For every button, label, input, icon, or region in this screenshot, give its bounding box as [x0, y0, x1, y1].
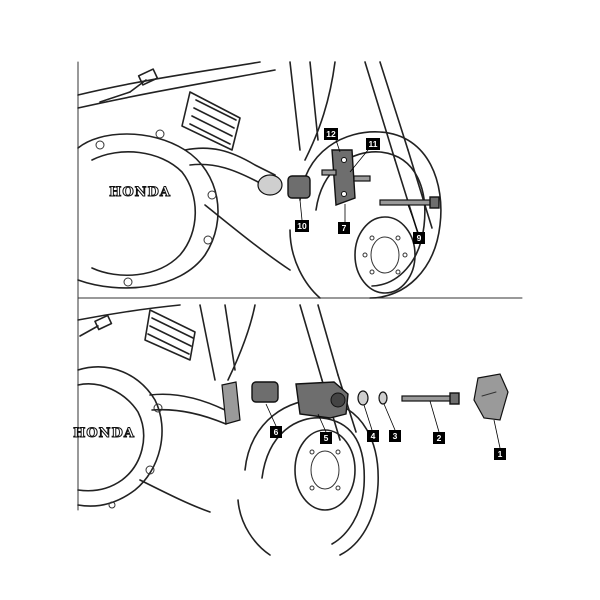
top-parts: [257, 149, 440, 209]
callout-10: 10: [295, 199, 309, 232]
svg-text:2: 2: [437, 433, 442, 443]
frame-tube-lower: [77, 304, 181, 321]
part-frame-mount: [257, 174, 283, 196]
callout-4: 4: [363, 404, 379, 442]
callouts-top: 12 11 10 7 9: [295, 128, 425, 244]
callout-2: 2: [429, 400, 445, 444]
cylinder-fins-lower: [144, 309, 196, 361]
svg-text:9: 9: [417, 233, 422, 243]
part-washer-3: [378, 391, 388, 405]
callout-7: 7: [338, 204, 350, 234]
frame-spar-lower: [199, 304, 216, 381]
exhaust-pipe-lower-1: [149, 393, 226, 411]
brand-logo-bottom: HONDA: [73, 426, 135, 441]
svg-text:6: 6: [274, 427, 279, 437]
part-cap-1: [473, 373, 509, 421]
callout-3: 3: [383, 403, 401, 442]
frame-down: [304, 61, 336, 161]
frame-spar: [289, 61, 301, 151]
cylinder-fins: [181, 91, 241, 151]
svg-text:3: 3: [393, 431, 398, 441]
svg-text:4: 4: [371, 431, 376, 441]
bottom-panel: HONDA: [73, 297, 509, 556]
svg-text:1: 1: [498, 449, 503, 459]
callout-5: 5: [317, 413, 332, 444]
bottom-parts: [221, 373, 509, 425]
callout-9: 9: [407, 204, 425, 244]
callout-6: 6: [265, 403, 282, 438]
exhaust-pipe-1: [184, 147, 276, 176]
front-wheel-top: [289, 131, 442, 299]
engine-case-top: HONDA: [77, 129, 219, 289]
exhaust-pipe-lower-3: [139, 479, 211, 513]
part-axle-9: [379, 199, 436, 206]
frame-spar-2: [309, 61, 319, 141]
part-bolt-11: [321, 169, 337, 176]
part-spacer-6: [251, 381, 279, 403]
callouts-bottom: 6 5 4 3 2: [265, 400, 506, 460]
frame-tube-upper-2: [77, 69, 276, 109]
callout-11: 11: [349, 138, 380, 173]
svg-text:10: 10: [297, 221, 307, 231]
part-bolt-2: [401, 395, 453, 402]
top-panel: HONDA: [77, 61, 523, 299]
spark-plug: [99, 68, 159, 103]
frame-tube-upper: [77, 61, 261, 96]
exhaust-pipe-lower-2: [151, 408, 227, 425]
frame-down-lower: [227, 304, 256, 381]
svg-text:5: 5: [324, 433, 329, 443]
part-washer-4: [357, 390, 369, 406]
brand-logo-top: HONDA: [109, 185, 171, 200]
part-bracket-12: [331, 149, 356, 206]
front-wheel-bottom: [237, 399, 379, 556]
svg-text:12: 12: [326, 129, 336, 139]
callout-12: 12: [324, 128, 341, 153]
part-spacer-10: [287, 175, 311, 199]
spark-plug-lower: [79, 314, 113, 337]
part-slider-5: [295, 381, 349, 419]
svg-text:11: 11: [369, 139, 378, 149]
exhaust-pipe-3: [204, 204, 291, 271]
part-frame-bracket: [221, 381, 241, 425]
svg-text:7: 7: [342, 223, 347, 233]
callout-1: 1: [493, 419, 506, 460]
frame-spar-lower-2: [224, 304, 236, 371]
engine-case-bottom: HONDA: [73, 366, 163, 509]
